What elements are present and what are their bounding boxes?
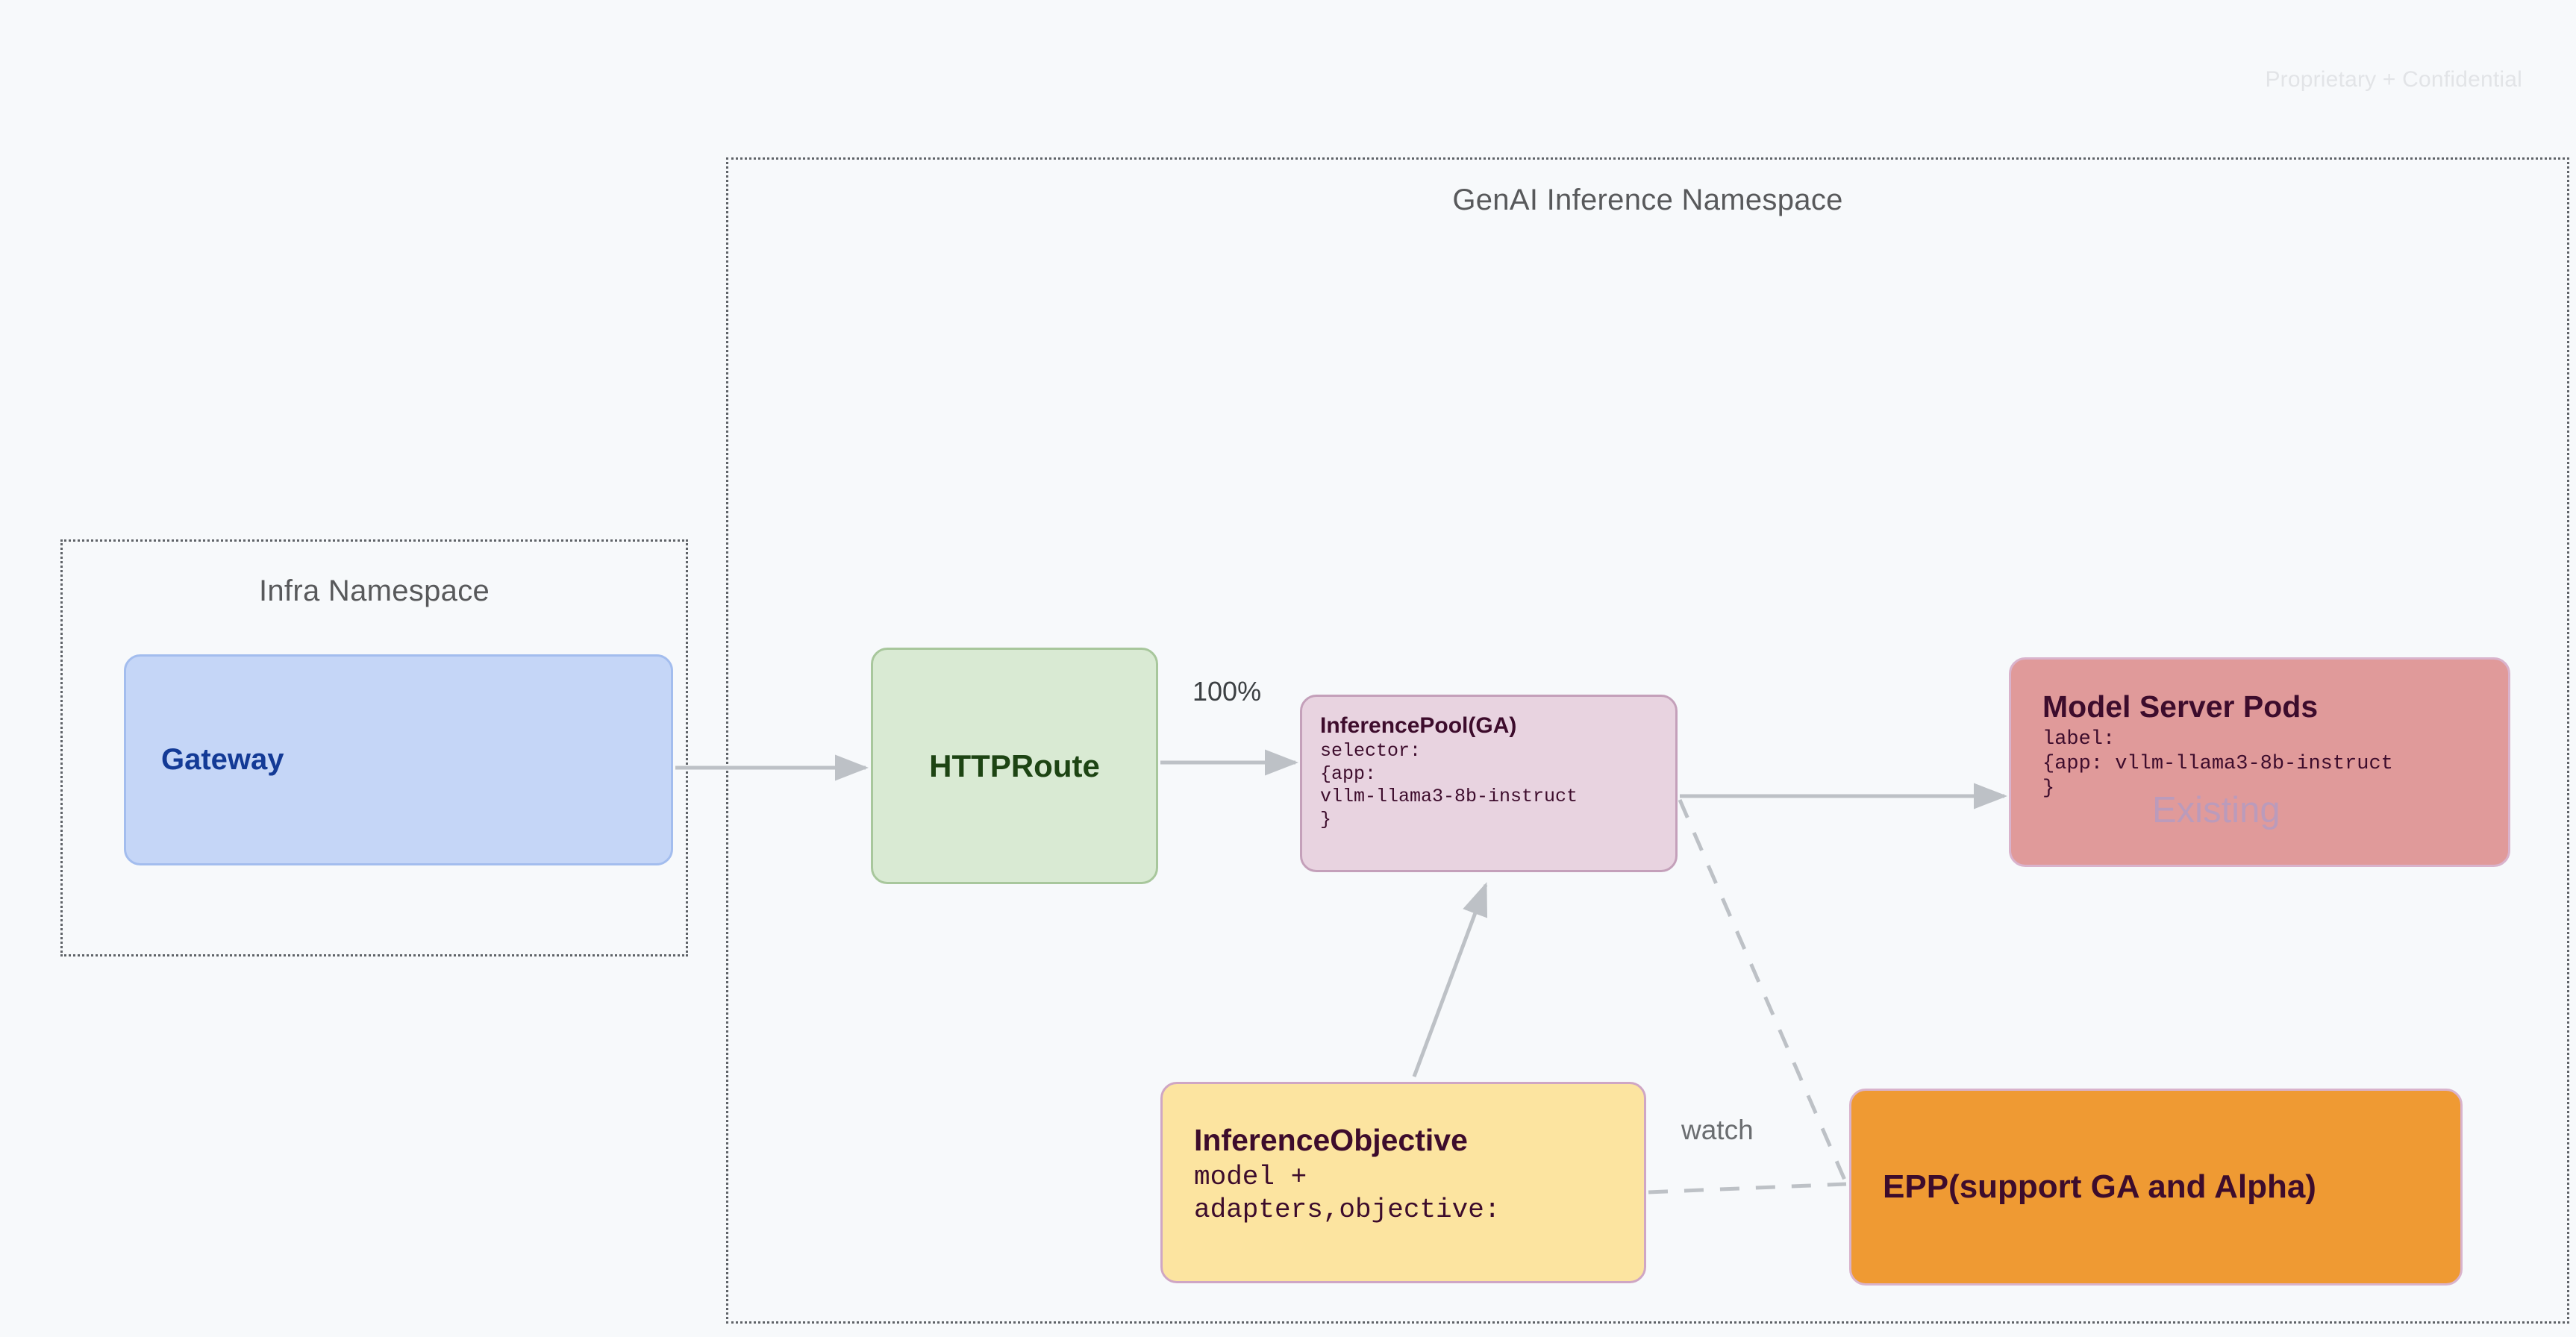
existing-watermark-label: Existing bbox=[2152, 790, 2280, 830]
edge-label-watch: watch bbox=[1681, 1115, 1754, 1145]
node-inference-objective-title: InferenceObjective bbox=[1194, 1123, 1468, 1157]
node-inferencepool-title: InferencePool(GA) bbox=[1320, 713, 1517, 738]
node-inference-objective-detail: model + adapters,objective: bbox=[1194, 1162, 1501, 1225]
node-epp[interactable]: EPP(support GA and Alpha) bbox=[1849, 1089, 2463, 1286]
genai-inference-namespace-title: GenAI Inference Namespace bbox=[1452, 184, 1843, 216]
node-model-server-pods-title: Model Server Pods bbox=[2042, 689, 2319, 724]
node-inferencepool-detail: selector: {app: vllm-llama3-8b-instruct … bbox=[1320, 740, 1578, 830]
node-httproute[interactable]: HTTPRoute bbox=[871, 648, 1158, 884]
infra-namespace-title: Infra Namespace bbox=[258, 574, 490, 607]
node-model-server-pods[interactable]: Model Server Pods label: {app: vllm-llam… bbox=[2009, 657, 2510, 867]
confidential-notice: Proprietary + Confidential bbox=[2265, 67, 2522, 92]
infra-namespace-container bbox=[60, 539, 688, 956]
node-inferencepool[interactable]: InferencePool(GA) selector: {app: vllm-l… bbox=[1300, 695, 1678, 872]
node-epp-title: EPP(support GA and Alpha) bbox=[1883, 1168, 2316, 1205]
node-gateway-title: Gateway bbox=[161, 743, 284, 776]
edge-label-traffic-weight: 100% bbox=[1192, 676, 1262, 707]
genai-inference-namespace-container bbox=[726, 157, 2569, 1324]
node-gateway[interactable]: Gateway bbox=[124, 654, 673, 865]
node-httproute-title: HTTPRoute bbox=[929, 748, 1100, 783]
node-inference-objective[interactable]: InferenceObjective model + adapters,obje… bbox=[1160, 1082, 1646, 1283]
node-model-server-pods-detail: label: {app: vllm-llama3-8b-instruct } bbox=[2042, 728, 2393, 800]
